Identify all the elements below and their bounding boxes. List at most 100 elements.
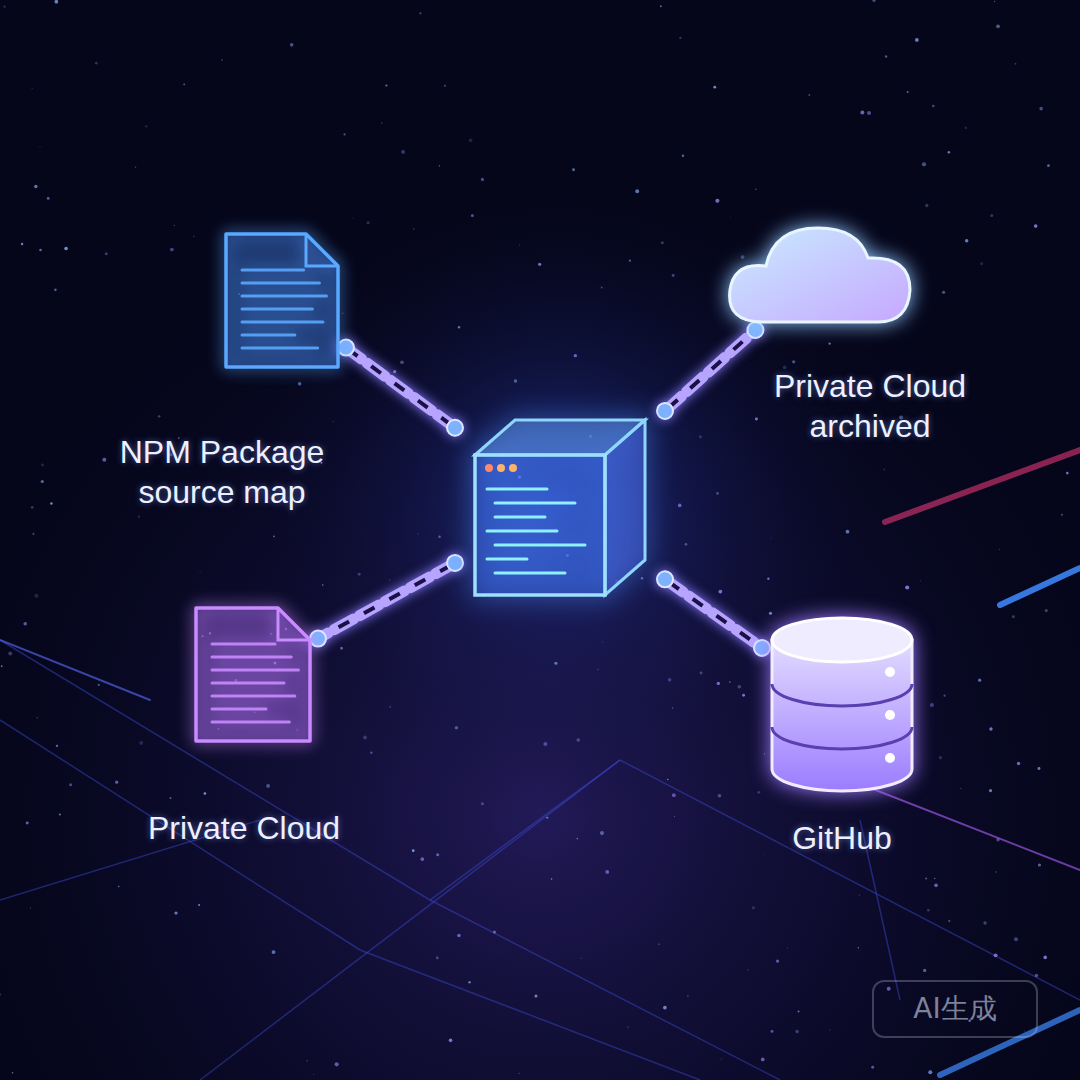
star [481, 178, 484, 181]
star [493, 931, 496, 934]
star [419, 12, 421, 14]
star [713, 86, 716, 89]
star [193, 236, 194, 237]
star [290, 43, 294, 47]
star [887, 987, 891, 991]
star [602, 641, 603, 642]
star [990, 214, 993, 217]
star [716, 492, 719, 495]
star [413, 228, 414, 229]
chain-link-hole [665, 330, 755, 411]
star [798, 1011, 800, 1013]
star [927, 909, 930, 912]
star [551, 878, 553, 880]
star [792, 360, 795, 363]
database-divider [772, 684, 912, 706]
star [965, 127, 968, 130]
node-label: NPM Package source map [97, 432, 347, 512]
star [306, 1060, 308, 1062]
star [469, 138, 473, 142]
cube-front [475, 455, 605, 595]
text-line-glyph [212, 656, 291, 659]
streak [0, 640, 150, 700]
star [577, 838, 579, 840]
star [31, 88, 32, 89]
star [1012, 615, 1015, 618]
cloud-shape [730, 228, 910, 322]
star [1038, 863, 1041, 866]
database-top [772, 618, 912, 662]
star [381, 122, 383, 124]
star [198, 904, 200, 906]
star [920, 580, 921, 581]
star [905, 585, 909, 589]
star [59, 813, 61, 815]
star [771, 537, 772, 538]
star [729, 681, 731, 683]
star [385, 85, 387, 87]
star [1014, 937, 1018, 941]
star [699, 435, 702, 438]
document-icon: NPM Package source map [218, 228, 346, 373]
star [600, 831, 604, 835]
star [1015, 63, 1017, 65]
star [518, 1073, 519, 1074]
status-light [885, 753, 895, 763]
code-line-glyph [495, 544, 585, 547]
text-line-glyph [212, 682, 284, 685]
star [858, 947, 859, 948]
star [102, 458, 106, 462]
star [767, 578, 769, 580]
star [393, 370, 396, 373]
status-light [885, 710, 895, 720]
text-line-glyph [242, 295, 326, 298]
star [748, 969, 750, 971]
text-line-glyph [242, 347, 318, 350]
chain-connector [665, 330, 755, 411]
text-line-glyph [212, 721, 289, 724]
star [907, 91, 909, 93]
star [930, 703, 934, 707]
star [965, 239, 968, 242]
star [455, 726, 458, 729]
text-line-glyph [242, 269, 304, 272]
star [358, 573, 361, 576]
chain-connector-group [310, 555, 463, 647]
star [660, 5, 662, 7]
database-icon: GitHub [762, 612, 922, 797]
cube-side [605, 420, 645, 595]
star [627, 1026, 629, 1028]
star [771, 1030, 774, 1033]
database-divider [772, 727, 912, 749]
star [576, 738, 580, 742]
star [12, 1072, 14, 1074]
star [1038, 767, 1041, 770]
star [174, 225, 175, 226]
star [401, 150, 405, 154]
star [342, 313, 343, 314]
star [667, 779, 669, 781]
star [663, 1006, 667, 1010]
star [352, 217, 353, 218]
star [183, 83, 185, 85]
connector-joint [447, 555, 463, 571]
star [105, 252, 108, 255]
status-light [885, 667, 895, 677]
star [115, 781, 118, 784]
star [846, 530, 850, 534]
star [932, 105, 935, 108]
streak [885, 450, 1080, 522]
star [135, 167, 136, 168]
node-label: GitHub [732, 818, 952, 858]
star [939, 756, 942, 759]
star [672, 793, 676, 797]
star [0, 993, 1, 995]
star [332, 421, 334, 423]
star [266, 784, 270, 788]
code-line-glyph [495, 572, 565, 575]
star [449, 1039, 453, 1043]
star [752, 906, 755, 909]
text-line-glyph [212, 708, 266, 711]
